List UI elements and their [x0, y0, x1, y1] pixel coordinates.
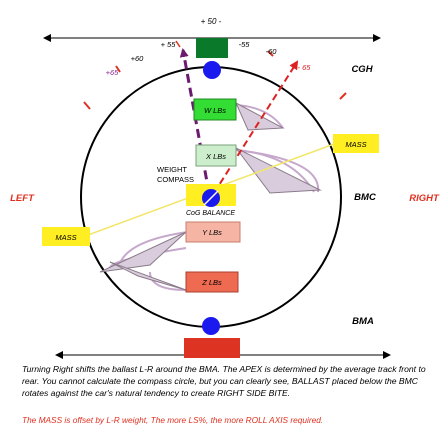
- y-weight-triangle: [99, 231, 187, 273]
- w-lbs-label: W LBs: [204, 106, 226, 115]
- tick-mark: [175, 40, 181, 48]
- tick-mark: [267, 50, 274, 57]
- mass-right-label: MASS: [345, 140, 366, 149]
- left-label: LEFT: [10, 193, 35, 204]
- tick-mark: [83, 101, 91, 110]
- mass-left-label: MASS: [55, 233, 76, 242]
- cgh-label: CGH: [351, 64, 373, 75]
- angle-plus-60: +60: [131, 54, 145, 63]
- mass-left-block: [42, 227, 90, 246]
- bmc-label: BMC: [354, 192, 376, 203]
- y-lbs-block: [185, 221, 241, 243]
- tick-mark: [339, 92, 347, 100]
- z-lbs-block: [185, 271, 239, 293]
- z-lbs-label: Z LBs: [201, 278, 222, 287]
- angle-plus-55: + 55: [161, 40, 177, 49]
- bma-marker: [202, 317, 220, 335]
- right-swing-arrow: [213, 60, 299, 194]
- angle-top-label: + 50 -: [201, 17, 222, 26]
- x-lbs-label: X LBs: [205, 152, 226, 161]
- angle-plus-65: +65: [106, 68, 120, 77]
- weight-label: WEIGHT: [157, 165, 187, 174]
- compass-label: COMPASS: [157, 175, 194, 184]
- mass-right-block: [333, 134, 379, 153]
- cog-balance-label: CoG BALANCE: [186, 210, 235, 217]
- w-weight-triangle: [234, 101, 285, 131]
- angle-minus-60: -60: [266, 47, 278, 56]
- compass-needle: [203, 190, 219, 206]
- top-ballast-block: [196, 38, 228, 58]
- z-weight-triangle: [109, 261, 187, 291]
- angle-minus-55: -55: [239, 40, 251, 49]
- left-swing-arrow: [179, 48, 211, 194]
- mass-note-text: The MASS is offset by L-R weight, The mo…: [22, 415, 324, 425]
- angle-minus-65: - 65: [298, 63, 312, 72]
- bottom-ballast-block: [184, 338, 240, 358]
- tick-mark: [115, 65, 121, 73]
- w-lbs-block: [193, 98, 237, 121]
- bma-label: BMA: [352, 316, 374, 327]
- cgh-marker: [203, 61, 221, 79]
- x-lbs-block: [195, 144, 237, 167]
- x-weight-triangle: [235, 147, 322, 194]
- caption-text: Turning Right shifts the ballast L-R aro…: [22, 364, 426, 398]
- right-label: RIGHT: [409, 193, 440, 204]
- y-lbs-label: Y LBs: [202, 228, 222, 237]
